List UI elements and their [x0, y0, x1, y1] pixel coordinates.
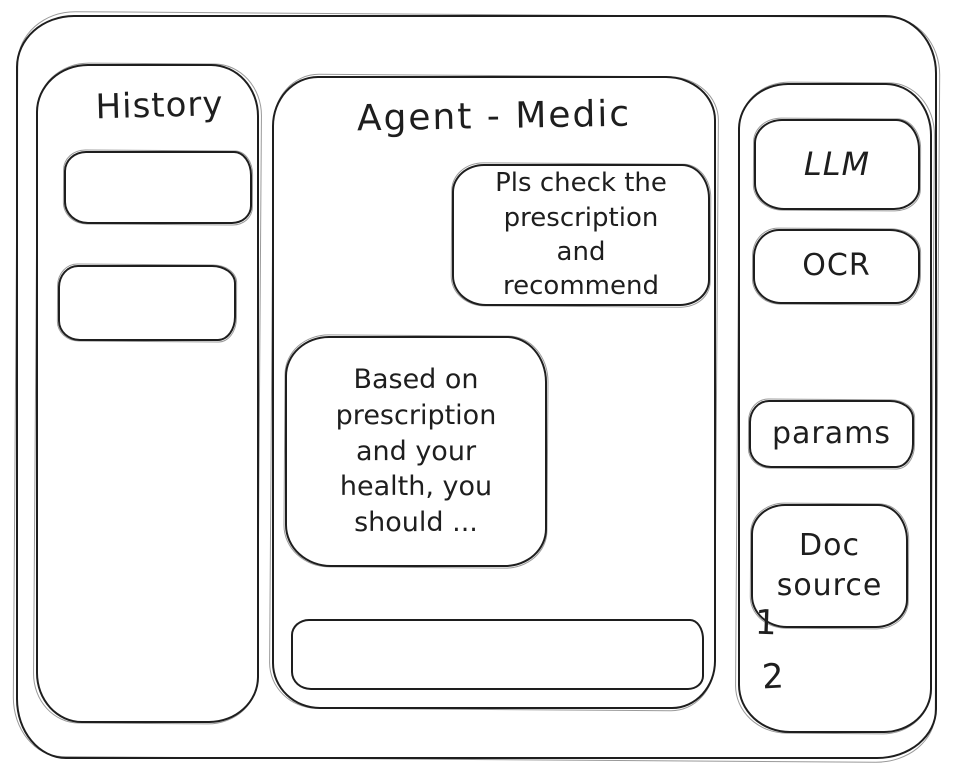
- user-message-bubble: Pls check the prescription and recommend: [452, 164, 710, 306]
- params-button[interactable]: params: [749, 400, 914, 468]
- history-item[interactable]: [64, 151, 252, 224]
- doc-source-item-2[interactable]: 2: [760, 656, 785, 698]
- doc-source-item-1[interactable]: 1: [754, 602, 778, 644]
- assistant-message-bubble: Based on prescription and your health, y…: [285, 336, 547, 567]
- history-sidebar: History: [36, 64, 259, 723]
- user-message-text: Pls check the prescription and recommend: [495, 168, 667, 302]
- ocr-button[interactable]: OCR: [753, 229, 920, 304]
- chat-title: Agent - Medic: [356, 93, 632, 140]
- chat-panel: Agent - Medic Pls check the prescription…: [272, 76, 716, 709]
- assistant-message-text: Based on prescription and your health, y…: [335, 364, 497, 538]
- doc-source-button[interactable]: Doc source: [751, 504, 908, 628]
- tools-sidebar: LLM OCR params Doc source 1 2: [738, 83, 932, 733]
- chat-input[interactable]: [291, 619, 704, 690]
- history-title: History: [95, 84, 224, 128]
- llm-button[interactable]: LLM: [754, 119, 920, 210]
- history-item[interactable]: [58, 265, 236, 341]
